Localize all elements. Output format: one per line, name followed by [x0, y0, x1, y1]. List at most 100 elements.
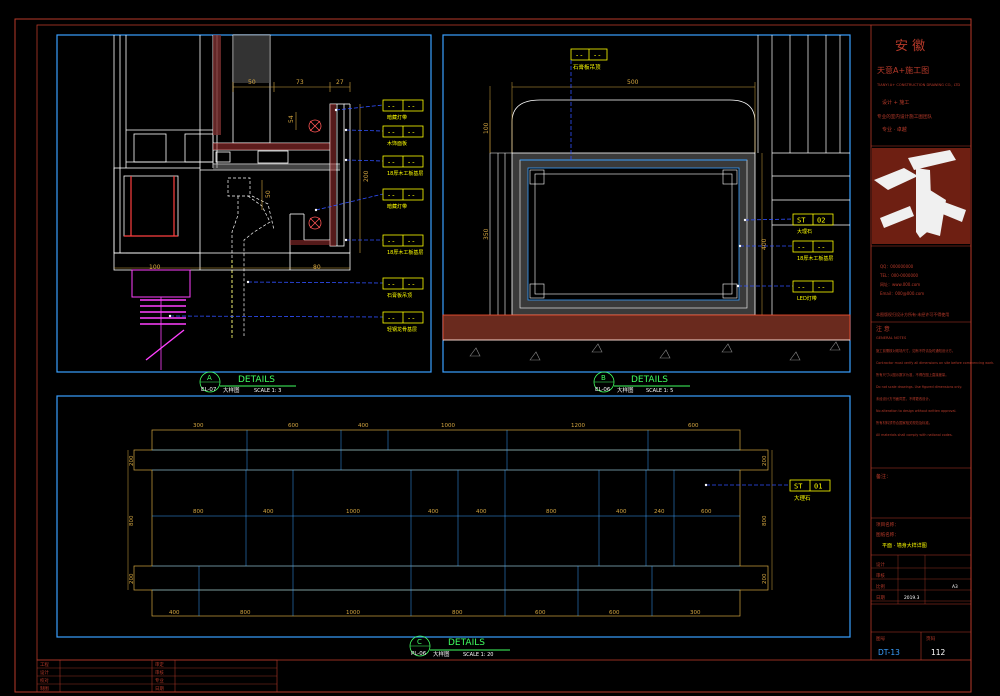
company-logo [872, 148, 970, 244]
detail-b-heading: DETAILS [631, 375, 668, 385]
detail-b-scale: SCALE 1: 5 [646, 388, 673, 394]
a-tag-note: 暗藏灯带 [387, 114, 407, 121]
c-tag-note: 大理石 [794, 494, 811, 502]
c-right-dim: 800 [762, 515, 768, 526]
c-top-dim: 1000 [441, 423, 455, 429]
tb-remarks-label: 备注： [876, 473, 891, 480]
c-bottom-dim: 300 [690, 610, 701, 616]
b-tag-num: 02 [817, 217, 825, 225]
tb-note: 所有尺寸以图示数字为准，不得在图上直接度量。 [876, 372, 949, 377]
b-tag-code: ST [797, 217, 806, 225]
detail-a-ref: EL-07 [201, 387, 217, 393]
c-top-dim: 300 [193, 423, 204, 429]
bottom-table-cell: 专业 [155, 677, 164, 684]
dim-b-100: 100 [483, 122, 490, 134]
tb-sign-label: 设计 [876, 561, 885, 568]
detail-c-viewport [56, 395, 851, 638]
a-tag-note: 轻钢龙骨基层 [387, 326, 417, 333]
tb-slogan: 专业的室内设计施工图团队 [877, 113, 933, 120]
a-tag-code: -- [387, 281, 395, 289]
a-tag-num: -- [407, 238, 415, 246]
tb-project-label: 项目名称： [876, 521, 899, 528]
dim-a-73: 73 [296, 79, 304, 86]
c-mid-dim: 1000 [346, 509, 360, 515]
tb-note: 所有材料须符合国家相关规范及标准。 [876, 420, 932, 425]
detail-b-title: B EL-06 DETAILS 大样图 SCALE 1: 5 [593, 371, 690, 394]
detail-b: 500 100 350 400 [442, 34, 851, 394]
tb-contact-line: 网址：www.000.com [880, 281, 920, 287]
b-tag-code: -- [797, 244, 805, 252]
tb-notes-title: 注 意 [876, 325, 890, 333]
detail-a-heading: DETAILS [238, 375, 275, 385]
a-tag-note: 18厚木工板基层 [387, 249, 423, 256]
c-bottom-dim: 800 [240, 610, 251, 616]
b-top-tag-num: -- [593, 52, 601, 60]
a-tag-6: ----轻钢龙骨基层 [168, 311, 424, 333]
tb-note: 未经设计方书面同意，不得更改设计。 [876, 396, 932, 401]
a-tag-code: -- [387, 103, 395, 111]
a-tag-0: ----暗藏灯带 [334, 99, 424, 121]
c-left-dim: 200 [129, 455, 135, 466]
c-mid-dim: 400 [428, 509, 439, 515]
tb-company-sub: 天意A+施工图 [877, 65, 929, 75]
detail-b-viewport [442, 34, 851, 373]
a-tag-code: -- [387, 192, 395, 200]
a-tag-5: ----石膏板吊顶 [246, 277, 424, 299]
detail-a-subtitle: 大样图 [223, 386, 240, 394]
title-block: 安 徽 天意A+施工图 TIANYI A+ CONSTRUCTION DRAWI… [871, 39, 994, 660]
c-bottom-dim: 1000 [346, 610, 360, 616]
tb-sign-label: 日期 [876, 595, 885, 601]
dim-a-80: 80 [313, 264, 321, 271]
detail-c-subtitle: 大样图 [433, 650, 450, 658]
bottom-table-cell: 审核 [155, 669, 164, 676]
a-tag-note: 石膏板吊顶 [387, 292, 412, 299]
detail-a-scale: SCALE 1: 3 [254, 388, 281, 394]
a-tag-note: 木饰面板 [387, 140, 407, 147]
b-tag-note: 大理石 [797, 228, 812, 235]
tb-note: No alteration to design without written … [876, 409, 956, 413]
a-tag-code: -- [387, 159, 395, 167]
tb-note: Do not scale drawings. Use figured dimen… [876, 385, 962, 389]
c-mid-dim: 400 [616, 509, 627, 515]
dim-b-350: 350 [483, 228, 490, 240]
dim-a-200: 200 [363, 170, 370, 182]
tb-note: 施工前需核对现场尺寸，如有不符请及时通知设计方。 [876, 348, 955, 353]
bottom-table-cell: 审定 [155, 661, 164, 668]
tb-note: All materials shall comply with national… [876, 433, 953, 437]
a-tag-note: 暗藏灯带 [387, 203, 407, 210]
b-tag-num: -- [817, 284, 825, 292]
a-tag-2: ----18厚木工板基层 [344, 155, 424, 177]
b-tag-0: ST 02 大理石 [743, 213, 834, 235]
c-right-dim: 200 [762, 455, 768, 466]
b-tag-note: 18厚木工板基层 [797, 255, 833, 262]
bottom-table-cell: 设计 [40, 669, 49, 676]
detail-a: 50 73 27 54 50 100 80 200 ----暗藏灯带----木饰… [56, 34, 432, 394]
a-tag-code: -- [387, 315, 395, 323]
b-tag-num: -- [817, 244, 825, 252]
c-top-dim: 1200 [571, 423, 585, 429]
dim-a-100: 100 [149, 264, 161, 271]
tb-sign-label: 比例 [876, 583, 885, 590]
b-tag-code: -- [797, 284, 805, 292]
tb-sign-label: 审核 [876, 572, 885, 579]
c-top-dim: 400 [358, 423, 369, 429]
bottom-table-cell: 工程 [40, 661, 49, 668]
a-tag-code: -- [387, 238, 395, 246]
detail-a-viewport [56, 34, 432, 373]
c-bottom-dim: 600 [535, 610, 546, 616]
dim-a-54: 54 [288, 115, 295, 123]
tb-sign-value: 2019.3 [904, 595, 920, 601]
a-tag-code: -- [387, 129, 395, 137]
tb-note: Contractor must verify all dimensions on… [876, 361, 994, 365]
c-mid-dim: 400 [263, 509, 274, 515]
detail-a-title: A EL-07 DETAILS 大样图 SCALE 1: 3 [199, 371, 296, 394]
tb-contact-line: QQ：000000000 [880, 264, 914, 269]
c-left-dim: 200 [129, 573, 135, 584]
tb-note-line: 本图版权归设计方所有·未经许可不得使用 [876, 311, 949, 317]
c-mid-dim: 800 [193, 509, 204, 515]
c-top-dim: 600 [288, 423, 299, 429]
a-tag-num: -- [407, 192, 415, 200]
detail-b-ref: EL-06 [595, 387, 611, 393]
c-tag-num: 01 [814, 483, 822, 491]
tb-company: 安 徽 [895, 39, 925, 54]
